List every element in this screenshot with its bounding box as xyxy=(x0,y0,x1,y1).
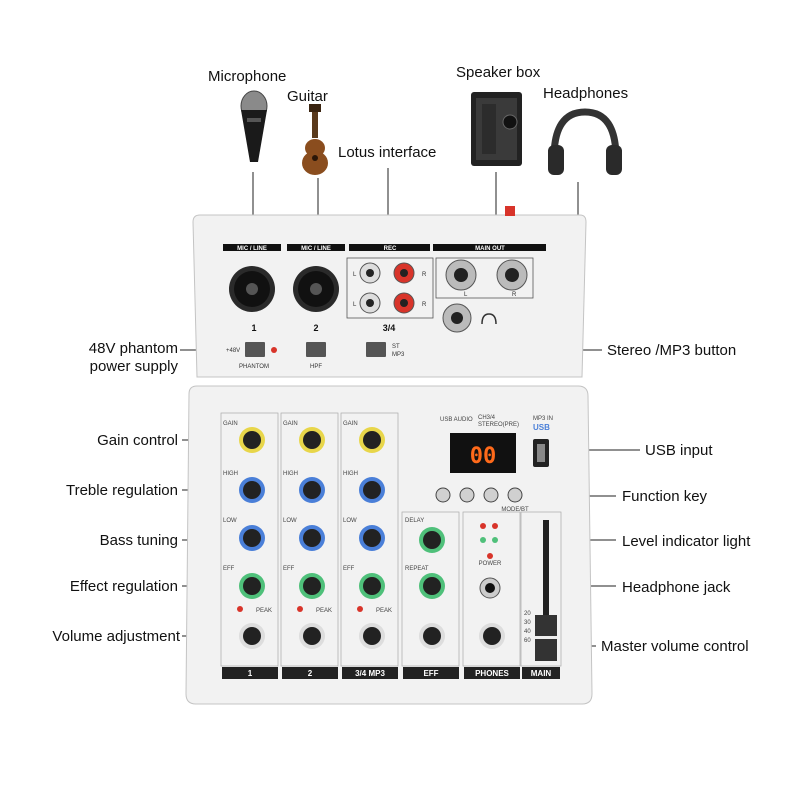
svg-text:1: 1 xyxy=(248,669,253,678)
callout-usb-input: USB input xyxy=(645,442,713,459)
svg-text:LOW: LOW xyxy=(223,518,237,524)
svg-text:POWER: POWER xyxy=(479,561,502,567)
volume-knobs xyxy=(239,623,505,649)
svg-text:2: 2 xyxy=(308,669,313,678)
headphones-image xyxy=(548,108,622,175)
svg-text:REPEAT: REPEAT xyxy=(405,566,429,572)
label-guitar: Guitar xyxy=(287,88,328,105)
svg-text:GAIN: GAIN xyxy=(223,421,238,427)
svg-text:60: 60 xyxy=(524,638,531,644)
svg-text:REC: REC xyxy=(384,246,397,252)
callout-phantom-line1: 48V phantom xyxy=(88,340,178,357)
svg-text:MP3 IN: MP3 IN xyxy=(533,416,553,422)
callout-volume: Volume adjustment xyxy=(52,628,180,645)
svg-text:MP3: MP3 xyxy=(392,352,405,358)
microphone-image xyxy=(240,90,268,162)
callout-treble: Treble regulation xyxy=(65,482,178,499)
svg-text:PEAK: PEAK xyxy=(376,608,392,614)
label-lotus-interface: Lotus interface xyxy=(338,144,437,161)
svg-text:R: R xyxy=(512,292,517,298)
svg-text:EFF: EFF xyxy=(283,566,295,572)
svg-text:40: 40 xyxy=(524,629,531,635)
svg-text:ST: ST xyxy=(392,344,400,350)
svg-text:HIGH: HIGH xyxy=(343,471,358,477)
svg-text:USB AUDIO: USB AUDIO xyxy=(440,417,473,423)
label-headphones: Headphones xyxy=(543,85,629,102)
callout-stereo-mp3: Stereo /MP3 button xyxy=(607,342,737,359)
svg-text:2: 2 xyxy=(313,323,318,333)
svg-text:3/4: 3/4 xyxy=(383,323,396,333)
svg-text:L: L xyxy=(353,272,357,278)
svg-text:R: R xyxy=(422,302,427,308)
svg-text:EFF: EFF xyxy=(343,566,355,572)
guitar-image xyxy=(302,104,328,175)
function-keys xyxy=(435,487,523,503)
svg-text:L: L xyxy=(353,302,357,308)
callout-headphone-jack: Headphone jack xyxy=(622,579,731,596)
svg-text:30: 30 xyxy=(524,620,531,626)
svg-text:USB: USB xyxy=(533,423,550,432)
svg-text:L: L xyxy=(464,292,468,298)
svg-text:LOW: LOW xyxy=(283,518,297,524)
svg-text:R: R xyxy=(422,272,427,278)
svg-text:HIGH: HIGH xyxy=(283,471,298,477)
svg-text:STEREO(PRE): STEREO(PRE) xyxy=(478,422,519,428)
speaker-image xyxy=(471,92,522,166)
svg-text:MIC / LINE: MIC / LINE xyxy=(301,246,331,252)
svg-text:MODE/BT: MODE/BT xyxy=(501,507,529,513)
bottom-panel: GAIN GAIN GAIN HIGH HIGH HIGH LOW LOW LO… xyxy=(185,385,593,705)
svg-text:GAIN: GAIN xyxy=(283,421,298,427)
treble-knobs xyxy=(239,477,385,503)
svg-text:MAIN OUT: MAIN OUT xyxy=(475,246,505,252)
svg-text:CH3/4: CH3/4 xyxy=(478,415,496,421)
svg-text:PEAK: PEAK xyxy=(256,608,272,614)
callout-bass: Bass tuning xyxy=(99,532,178,549)
svg-text:00: 00 xyxy=(470,444,497,469)
svg-text:1: 1 xyxy=(251,323,256,333)
svg-text:LOW: LOW xyxy=(343,518,357,524)
svg-text:EFF: EFF xyxy=(223,566,235,572)
svg-text:GAIN: GAIN xyxy=(343,421,358,427)
callout-function-key: Function key xyxy=(622,488,708,505)
label-microphone: Microphone xyxy=(208,68,287,85)
svg-text:HPF: HPF xyxy=(310,364,322,370)
callout-master-volume: Master volume control xyxy=(601,638,749,655)
label-speaker-box: Speaker box xyxy=(456,64,541,81)
svg-text:PHANTOM: PHANTOM xyxy=(239,364,269,370)
callout-phantom-line2: power supply xyxy=(89,358,178,375)
callout-level-light: Level indicator light xyxy=(622,533,751,550)
callout-effect: Effect regulation xyxy=(69,578,178,595)
level-leds xyxy=(480,523,498,559)
svg-text:PEAK: PEAK xyxy=(316,608,332,614)
gain-knobs xyxy=(239,427,385,453)
svg-text:DELAY: DELAY xyxy=(405,518,424,524)
svg-text:+48V: +48V xyxy=(226,348,240,354)
effect-knobs xyxy=(239,527,445,599)
callout-gain: Gain control xyxy=(97,432,178,449)
svg-text:20: 20 xyxy=(524,611,531,617)
svg-text:EFF: EFF xyxy=(423,669,438,678)
svg-text:3/4 MP3: 3/4 MP3 xyxy=(355,669,385,678)
svg-text:PHONES: PHONES xyxy=(475,669,509,678)
svg-text:MAIN: MAIN xyxy=(531,669,552,678)
top-panel: MIC / LINE MIC / LINE REC MAIN OUT 1 2 L… xyxy=(192,206,587,378)
svg-text:MIC / LINE: MIC / LINE xyxy=(237,246,267,252)
callout-phantom: 48V phantom power supply xyxy=(54,340,178,376)
bass-knobs xyxy=(239,525,385,551)
svg-text:HIGH: HIGH xyxy=(223,471,238,477)
